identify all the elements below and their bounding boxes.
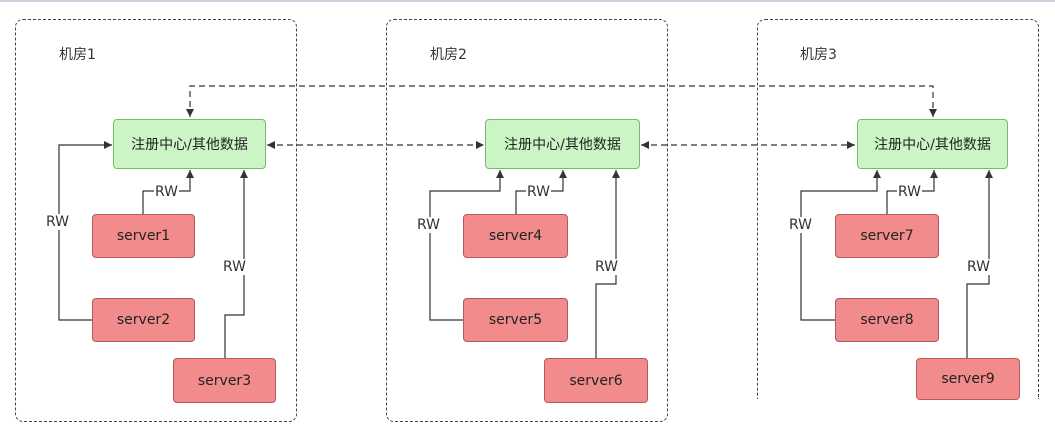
rw-link-server9 — [966, 170, 993, 358]
server-node-7: server7 — [835, 214, 939, 258]
rw-link-server8 — [800, 170, 881, 321]
rw-label-server7: RW — [897, 184, 923, 200]
rw-label-server5: RW — [416, 217, 442, 233]
server-node-6: server6 — [544, 358, 648, 403]
rw-label-server4: RW — [526, 184, 552, 200]
rw-label-server8: RW — [788, 217, 814, 233]
rw-link-server6 — [595, 170, 620, 358]
room-3-container — [757, 19, 1039, 399]
room-2-label: 机房2 — [430, 47, 467, 63]
server-node-3: server3 — [173, 358, 276, 403]
room-2-container — [386, 19, 668, 422]
rw-label-server1: RW — [154, 184, 180, 200]
rw-link-server5 — [429, 170, 504, 321]
server-node-9: server9 — [916, 358, 1020, 400]
rw-label-server6: RW — [594, 259, 620, 275]
rw-label-server3: RW — [222, 259, 248, 275]
server-node-4: server4 — [463, 214, 568, 258]
sync-link-1-3 — [186, 85, 937, 117]
registry-node-room-2: 注册中心/其他数据 — [485, 119, 640, 169]
server-node-2: server2 — [92, 298, 195, 342]
server-node-5: server5 — [463, 298, 568, 342]
rw-label-server9: RW — [966, 259, 992, 275]
top-divider — [0, 0, 1055, 2]
rw-link-server2 — [58, 141, 112, 321]
room-1-label: 机房1 — [59, 47, 96, 63]
registry-node-room-1: 注册中心/其他数据 — [113, 119, 266, 169]
rw-link-server3 — [224, 170, 248, 358]
rw-label-server2: RW — [45, 214, 71, 230]
server-node-8: server8 — [835, 298, 939, 342]
registry-node-room-3: 注册中心/其他数据 — [857, 119, 1008, 169]
server-node-1: server1 — [92, 214, 195, 258]
room-3-label: 机房3 — [800, 47, 837, 63]
room-1-container — [15, 19, 297, 422]
